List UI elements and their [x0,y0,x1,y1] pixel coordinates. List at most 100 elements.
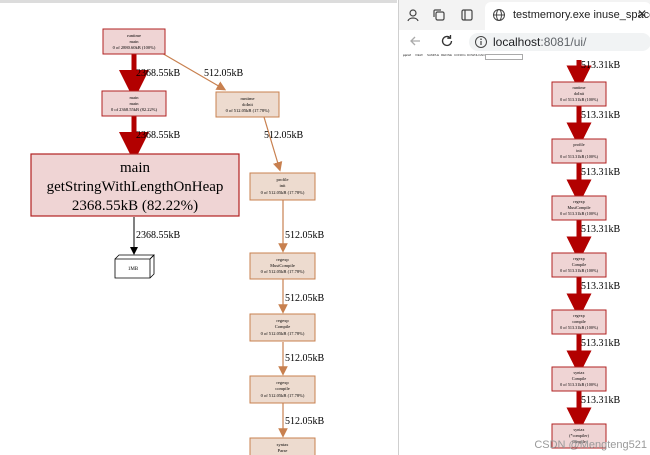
right-node-l2: (*compiler) [569,433,589,438]
active-tab[interactable]: testmemory.exe inuse_space ✕ [485,2,650,30]
pprof-logo: pprof [403,53,411,57]
right-edge: 513.31kB [566,106,621,148]
copy-icon[interactable] [431,7,447,23]
node-regexp-compile-lower[interactable]: regexp compile 0 of 512.05kB (17.78%) [249,375,316,404]
node-profile-init[interactable]: profile init 0 of 512.05kB (17.78%) [249,172,316,201]
menu-sample[interactable]: SAMPLE [427,53,440,57]
right-node-l3: 0 of 513.31kB (100%) [560,382,598,387]
node-getstringwithlengthonheap[interactable]: main getStringWithLengthOnHeap 2368.55kB… [30,153,240,217]
right-node-l3: 0 of 513.31kB (100%) [560,97,598,102]
svg-text:profile: profile [277,177,289,182]
node-1mb-block[interactable]: 1MB [114,254,155,279]
address-bar-row: localhost:8081/ui/ [399,30,650,52]
edge-doinit-to-profile-init: 512.05kB [263,116,304,172]
svg-text:Compile: Compile [275,324,291,329]
svg-text:syntax: syntax [277,442,289,447]
node-regexp-compile[interactable]: regexp Compile 0 of 512.05kB (17.78%) [249,313,316,342]
edge-profile-init-to-mustcompile: 512.05kB [278,199,325,253]
svg-text:0 of 2368.55kB (82.22%): 0 of 2368.55kB (82.22%) [111,107,158,112]
node-runtime-doinit[interactable]: runtime doInit 0 of 512.05kB (17.78%) [215,91,280,118]
right-node-l2: init [576,148,582,153]
right-edge-label: 513.31kB [581,338,621,349]
svg-text:2368.55kB (82.22%): 2368.55kB (82.22%) [72,198,198,214]
svg-text:512.05kB: 512.05kB [285,416,325,427]
node-runtime-main[interactable]: runtime main 0 of 2880.60kB (100%) [102,28,166,55]
menu-refine[interactable]: REFINE [441,53,453,57]
node-syntax-parse[interactable]: syntax Parse [249,437,316,455]
right-node-l2: doInit [574,91,585,96]
svg-text:getStringWithLengthOnHeap: getStringWithLengthOnHeap [47,179,224,195]
right-node-l1: regexp [573,256,584,261]
svg-text:1MB: 1MB [128,267,139,272]
reload-icon[interactable] [439,33,455,49]
svg-text:0 of 512.05kB (17.78%): 0 of 512.05kB (17.78%) [261,393,305,398]
left-graph-pane[interactable]: 2368.55kB 512.05kB 2368.55kB 512.05kB 23… [0,0,397,455]
right-node-l1: syntax [574,370,586,375]
right-node-l2: MustCompile [567,205,590,210]
svg-text:regexp: regexp [276,380,289,385]
svg-text:512.05kB: 512.05kB [285,353,325,364]
close-icon[interactable]: ✕ [636,7,647,21]
user-icon[interactable] [405,7,421,23]
edge-getstring-to-1mb: 2368.55kB [130,217,181,255]
svg-text:runtime: runtime [241,96,255,101]
back-arrow-icon[interactable] [407,33,423,49]
right-edge: 513.31kB [566,277,621,319]
right-node-l2: compile [572,319,586,324]
svg-text:doInit: doInit [242,102,253,107]
tab-icon[interactable] [459,7,475,23]
right-node-l2: Compile [572,262,587,267]
svg-text:512.05kB: 512.05kB [204,68,244,79]
pprof-menu-bar: pprof VIEW SAMPLE REFINE CONFIG DOWNLOAD [399,53,650,61]
tab-title: testmemory.exe inuse_space [513,9,650,21]
right-node-l2: Compile [572,376,587,381]
search-input[interactable] [485,54,523,60]
node-main-main[interactable]: main main 0 of 2368.55kB (82.22%) [101,90,167,117]
right-edge-label: 513.31kB [581,224,621,235]
svg-text:0 of 512.05kB (17.78%): 0 of 512.05kB (17.78%) [226,108,270,113]
edge-mustcompile-to-compile: 512.05kB [278,279,325,314]
right-edge-label: 513.31kB [581,60,621,71]
right-edge: 513.31kB [566,220,621,262]
right-edge-label: 513.31kB [581,110,621,121]
right-node-l3: 0 of 513.31kB (100%) [560,325,598,330]
globe-icon [491,7,507,23]
svg-text:init: init [279,183,286,188]
svg-text:0 of 512.05kB (17.78%): 0 of 512.05kB (17.78%) [261,331,305,336]
svg-text:main: main [130,39,140,44]
right-edge: 513.31kB [566,334,621,376]
svg-text:compile: compile [275,386,290,391]
right-node-l3: 0 of 513.31kB (100%) [560,154,598,159]
right-node-l3: 0 of 513.31kB (100%) [560,268,598,273]
svg-text:512.05kB: 512.05kB [285,293,325,304]
svg-text:0 of 512.05kB (17.78%): 0 of 512.05kB (17.78%) [261,269,305,274]
svg-text:2368.55kB: 2368.55kB [136,68,181,79]
right-graph-edges: 513.31kB 513.31kB 513.31kB 513.31kB 513.31kB… [566,60,621,433]
url-text: localhost:8081/ui/ [493,35,587,49]
svg-text:0 of 512.05kB (17.78%): 0 of 512.05kB (17.78%) [261,190,305,195]
right-edge: 513.31kB [566,60,621,91]
node-regexp-mustcompile[interactable]: regexp MustCompile 0 of 512.05kB (17.78%… [249,252,316,280]
menu-download[interactable]: DOWNLOAD [467,53,485,57]
watermark: CSDN @Mengteng521 [534,439,647,451]
svg-text:main: main [130,101,140,106]
svg-text:Parse: Parse [278,448,288,453]
menu-view[interactable]: VIEW [415,53,423,57]
menu-config[interactable]: CONFIG [454,53,466,57]
right-call-graph[interactable]: 513.31kB 513.31kB 513.31kB 513.31kB 513.31kB… [399,60,650,455]
info-icon[interactable] [473,34,489,50]
right-node[interactable]: syntax(*compiler)compile [551,423,607,449]
right-edge-label: 513.31kB [581,167,621,178]
edge-runtime-main-to-main: 2368.55kB [119,52,181,100]
right-node-l1: regexp [573,313,584,318]
url-field[interactable]: localhost:8081/ui/ [469,33,650,51]
right-node-l3: compile [572,439,586,444]
left-call-graph[interactable]: 2368.55kB 512.05kB 2368.55kB 512.05kB 23… [0,3,397,455]
